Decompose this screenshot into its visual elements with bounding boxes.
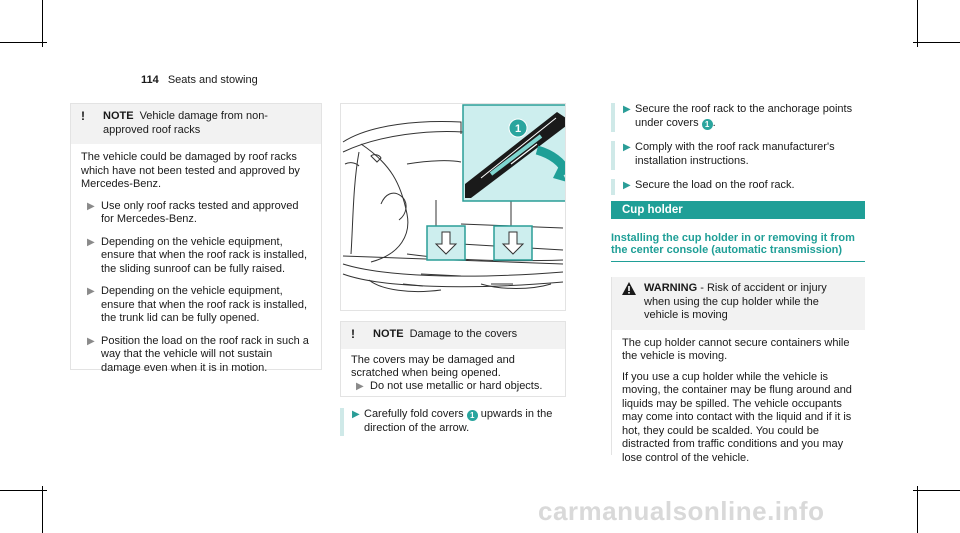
crop-mark [42, 486, 43, 533]
note-header: ! NOTE Damage to the covers [341, 322, 565, 349]
note-body: The vehicle could be damaged by roof rac… [71, 144, 321, 392]
note-title: Damage to the covers [409, 328, 518, 340]
list-item: Depending on the vehicle equipment, ensu… [81, 236, 311, 277]
crop-mark [913, 490, 960, 491]
note-label: NOTE [103, 110, 134, 122]
callout-number: 1 [515, 123, 521, 135]
section-title: Cup holder [611, 201, 865, 219]
instruction-step: Comply with the roof rack manufacturer's… [611, 141, 865, 170]
watermark: carmanualsonline.info [538, 496, 825, 526]
curved-arrow-icon [535, 145, 565, 176]
warning-icon [622, 282, 644, 323]
crop-mark [42, 0, 43, 47]
list-item: Do not use metallic or hard objects. [350, 380, 560, 394]
warning-body: The cup holder cannot secure containers … [622, 336, 852, 464]
warning-box: WARNING - Risk of accident or injury whe… [611, 277, 865, 464]
subsection-title: Installing the cup holder in or removing… [611, 232, 865, 262]
arrow-right-icon [344, 408, 364, 435]
vehicle-roof-diagram: 1 [342, 104, 565, 293]
anchor-point-marker [493, 225, 533, 261]
list-item: Depending on the vehicle equipment, ensu… [81, 285, 311, 326]
callout-marker [508, 118, 528, 138]
warning-label: WARNING [644, 282, 698, 294]
crop-mark [917, 486, 918, 533]
arrow-right-icon [81, 335, 101, 376]
list-item: Position the load on the roof rack in su… [81, 335, 311, 376]
page-number: 114 [141, 74, 159, 86]
instruction-step: Carefully fold covers 1 upwards in the d… [340, 408, 566, 436]
warning-title: - Risk of accident or injury when using … [644, 282, 827, 321]
note-body: The covers may be damaged and scratched … [341, 349, 565, 397]
instruction-steps: Secure the roof rack to the anchorage po… [611, 103, 865, 204]
crop-mark [0, 42, 47, 43]
notice-icon: ! [81, 109, 85, 123]
arrow-right-icon [615, 103, 635, 130]
note-title: Vehicle damage from non-approved roof ra… [103, 110, 268, 136]
arrow-right-icon [350, 380, 370, 394]
arrow-right-icon [81, 236, 101, 277]
crop-mark [0, 490, 47, 491]
roof-rail-detail [465, 112, 565, 198]
warning-header: WARNING - Risk of accident or injury whe… [612, 277, 865, 330]
arrow-right-icon [81, 285, 101, 326]
note-cover-damage: ! NOTE Damage to the covers The covers ma… [340, 321, 566, 397]
instruction-step: Secure the roof rack to the anchorage po… [611, 103, 865, 132]
arrow-right-icon [81, 200, 101, 227]
list-item: Use only roof racks tested and approved … [81, 200, 311, 227]
callout-badge: 1 [466, 410, 478, 421]
crop-mark [913, 42, 960, 43]
arrow-right-icon [615, 141, 635, 168]
note-text: The vehicle could be damaged by roof rac… [81, 151, 300, 190]
instruction-step: Secure the load on the roof rack. [611, 179, 865, 195]
arrow-right-icon [615, 179, 635, 193]
anchor-point-marker [426, 225, 466, 261]
section-name: Seats and stowing [167, 74, 258, 86]
roof-rack-cover-illustration: 1 [340, 103, 566, 311]
page-header: 114 Seats and stowing [141, 74, 258, 88]
note-label: NOTE [373, 328, 404, 340]
note-text: The covers may be damaged and scratched … [351, 353, 515, 380]
notice-icon: ! [351, 327, 355, 341]
callout-badge: 1 [701, 118, 713, 130]
crop-mark [917, 0, 918, 47]
